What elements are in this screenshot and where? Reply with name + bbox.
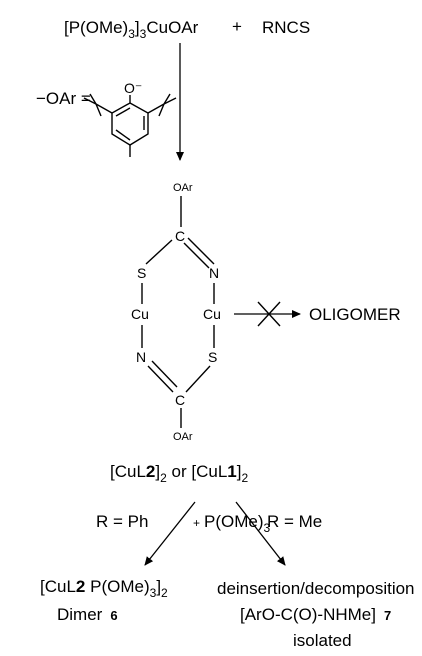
left-product-formula: [CuL2 P(OMe)3]2 (40, 577, 168, 600)
phosphite-reagent: +P(OMe)3 (193, 512, 271, 535)
right-product-formula: [ArO-C(O)-NHMe]7 (240, 605, 391, 624)
top-nitrogen: N (209, 265, 219, 281)
phenoxide-oxygen: O⁻ (124, 80, 142, 96)
bottom-nitrogen: N (136, 349, 146, 365)
aryloxide-label: −OAr = (36, 89, 91, 108)
dimer-formula-caption: [CuL2]2 or [CuL1]2 (110, 462, 249, 485)
bottom-oar-label: OAr (173, 431, 193, 443)
benzene-ring (111, 102, 149, 146)
left-sulfur: S (137, 265, 146, 281)
right-product-note: isolated (293, 631, 352, 650)
left-condition: R = Ph (96, 512, 148, 531)
plus-sign: + (232, 17, 242, 36)
bottom-carbon: C (175, 392, 185, 408)
oligomer-label: OLIGOMER (309, 305, 401, 324)
aryloxide-structure: O⁻ (83, 80, 177, 157)
top-carbon: C (175, 228, 185, 244)
left-copper: Cu (131, 306, 149, 322)
right-copper: Cu (203, 306, 221, 322)
copper-aryloxide-complex: [P(OMe)3]3CuOAr (64, 18, 199, 41)
tert-butyl-left (95, 103, 113, 114)
tert-butyl-right (147, 103, 165, 114)
branch-arrow-right (235, 501, 286, 566)
isothiocyanate-reagent: RNCS (262, 18, 310, 37)
dimer-ring-structure: OAr C S N Cu Cu N S C OAr (131, 182, 221, 443)
right-sulfur: S (208, 349, 217, 365)
branch-arrow-left (144, 501, 196, 566)
top-oar-label: OAr (173, 182, 193, 194)
right-condition: R = Me (267, 512, 322, 531)
right-product-description: deinsertion/decomposition (217, 579, 415, 598)
